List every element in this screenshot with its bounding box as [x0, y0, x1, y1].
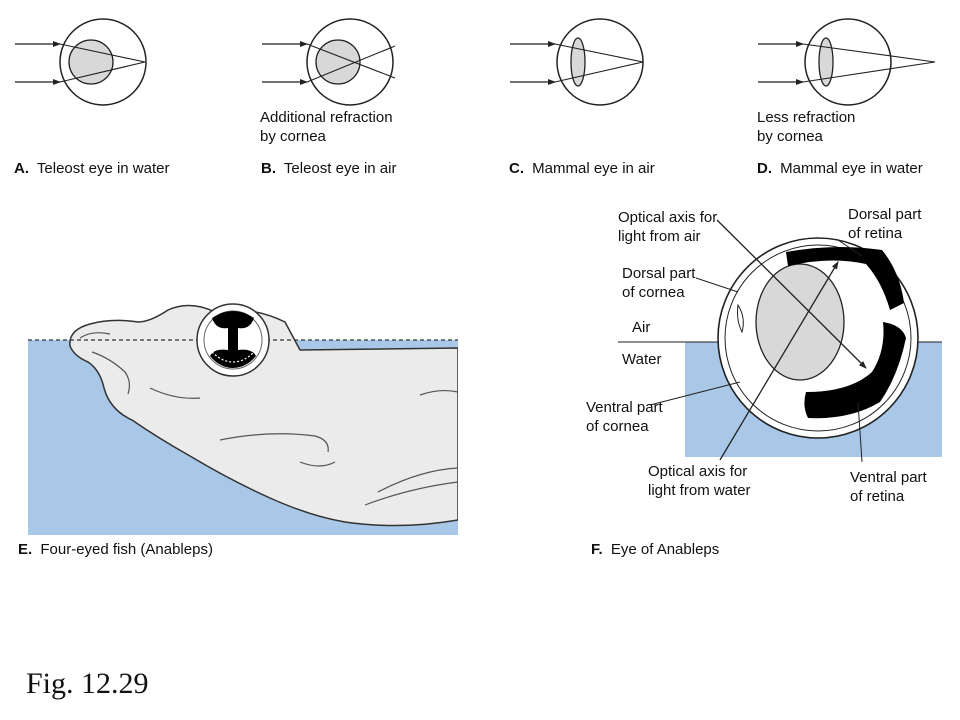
panel-d-caption: D. Mammal eye in water — [757, 160, 923, 177]
fish-eye — [196, 303, 270, 377]
panel-f-caption: F. Eye of Anableps — [591, 541, 719, 558]
spherical-lens — [315, 39, 361, 85]
optical-axis-water — [719, 261, 839, 461]
dorsal-retina — [786, 246, 904, 310]
iris-flap — [737, 303, 744, 334]
spherical-lens — [68, 39, 114, 85]
eyeball — [556, 18, 644, 106]
panel-b-teleost-eye-in-air: Additional refraction by cornea B. Teleo… — [260, 18, 397, 177]
panel-d-mammal-eye-in-water: Less refraction by cornea D. Mammal eye … — [757, 18, 936, 177]
eyeball — [804, 18, 892, 106]
refracted-rays — [802, 43, 936, 83]
label-ventral-cornea: Ventral part of cornea — [586, 399, 667, 435]
flattened-lens — [818, 37, 834, 87]
label-water: Water — [622, 351, 661, 368]
panel-b-note: Additional refraction by cornea — [260, 109, 397, 145]
body-contour-lines — [79, 332, 458, 506]
refracted-rays — [59, 43, 146, 83]
panel-c-caption: C. Mammal eye in air — [509, 160, 655, 177]
fish-body — [69, 304, 458, 527]
panel-a-teleost-eye-in-water: A. Teleost eye in water — [14, 18, 169, 177]
label-optical-axis-water: Optical axis for light from water — [648, 463, 751, 499]
refracted-rays — [306, 43, 396, 83]
label-dorsal-retina: Dorsal part of retina — [848, 206, 926, 242]
panel-f-eye-of-anableps: Optical axis for light from air Dorsal p… — [586, 206, 942, 558]
panel-e-caption: E. Four-eyed fish (Anableps) — [18, 541, 213, 558]
panel-d-note: Less refraction by cornea — [757, 109, 860, 145]
optical-axis-air — [716, 219, 867, 369]
incoming-rays — [758, 41, 804, 85]
panel-f-labels: Optical axis for light from air Dorsal p… — [586, 206, 931, 505]
incoming-rays — [262, 41, 308, 85]
panel-a-caption: A. Teleost eye in water — [14, 160, 169, 177]
flattened-lens — [570, 37, 586, 87]
label-air: Air — [632, 319, 650, 336]
refracted-rays — [554, 43, 644, 83]
panel-c-mammal-eye-in-air: C. Mammal eye in air — [509, 18, 655, 177]
panel-b-caption: B. Teleost eye in air — [261, 160, 396, 177]
label-dorsal-cornea: Dorsal part of cornea — [622, 265, 700, 301]
leader-lines — [649, 239, 863, 463]
incoming-rays — [15, 41, 61, 85]
figure-label: Fig. 12.29 — [26, 667, 149, 700]
ventral-retina — [804, 322, 906, 419]
label-optical-axis-air: Optical axis for light from air — [618, 209, 721, 245]
lens — [755, 263, 845, 381]
incoming-rays — [510, 41, 556, 85]
label-ventral-retina: Ventral part of retina — [850, 469, 931, 505]
anableps-eye — [717, 237, 919, 439]
panel-e-four-eyed-fish: E. Four-eyed fish (Anableps) — [18, 303, 458, 558]
